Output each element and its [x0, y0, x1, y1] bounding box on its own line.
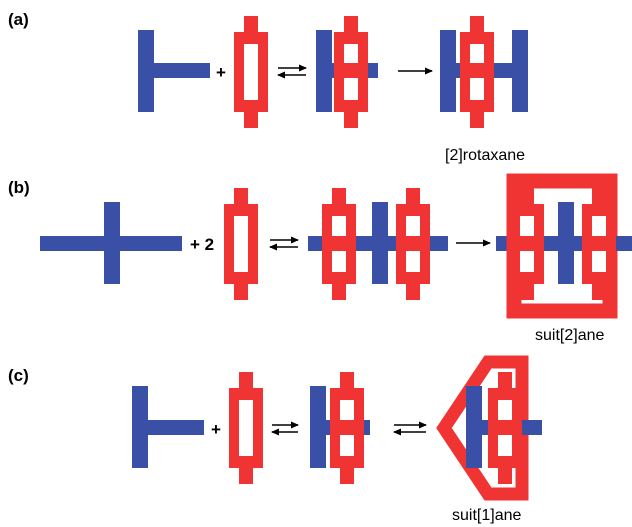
panel-b-cross-axle — [40, 202, 182, 284]
panel-b: (b) + 2 — [8, 173, 632, 344]
panel-b-free-ring — [224, 188, 258, 300]
panel-c-equilibrium-arrows-2 — [393, 421, 427, 436]
panel-b-equilibrium-arrows — [269, 236, 299, 251]
panel-c-plus: + — [211, 420, 221, 439]
panel-a-rotaxane — [440, 16, 528, 128]
panel-a-t-axle — [138, 30, 210, 112]
panel-a-pseudorotaxane — [316, 16, 378, 128]
panel-b-suitane — [496, 173, 632, 319]
panel-b-plus-two: + 2 — [190, 235, 214, 254]
panel-a-equilibrium-arrows — [277, 64, 307, 79]
panel-a-product-name: [2]rotaxane — [445, 147, 525, 164]
panel-a-free-ring — [234, 16, 268, 128]
panel-b-pseudorotaxane — [308, 188, 448, 300]
panel-a-plus: + — [216, 63, 226, 82]
panel-b-product-name: suit[2]ane — [535, 327, 604, 344]
panel-c-free-ring — [229, 372, 263, 484]
panel-a: (a) + — [8, 10, 528, 164]
panel-c: (c) + — [8, 355, 542, 524]
panel-c-pseudorotaxane — [310, 372, 370, 484]
panel-b-label: (b) — [8, 178, 30, 197]
panel-c-label: (c) — [8, 366, 29, 385]
panel-c-product-name: suit[1]ane — [452, 507, 521, 524]
panel-c-suitane — [436, 355, 542, 501]
panel-a-label: (a) — [8, 10, 29, 29]
panel-c-equilibrium-arrows-1 — [271, 421, 299, 436]
panel-c-t-axle — [132, 386, 204, 468]
